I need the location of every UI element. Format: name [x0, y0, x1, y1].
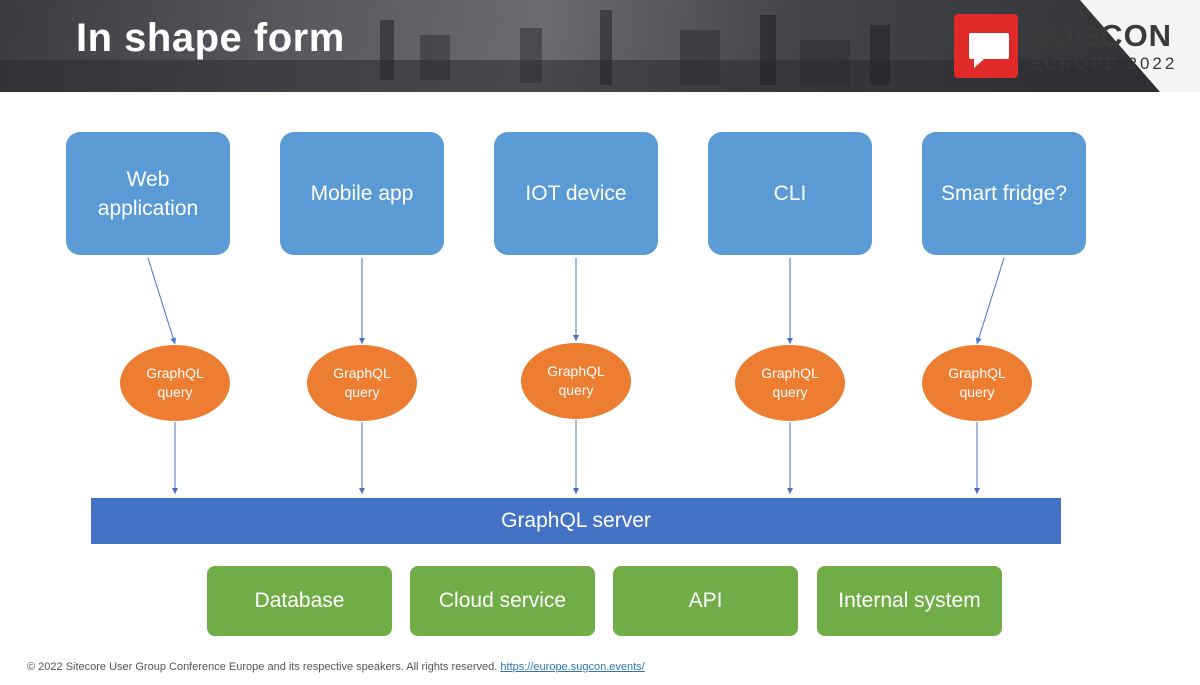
arrow-client-to-query: [147, 257, 177, 345]
graphql-query-node: GraphQL query: [120, 345, 230, 421]
graphql-query-node: GraphQL query: [307, 345, 417, 421]
graphql-query-node: GraphQL query: [735, 345, 845, 421]
graphql-query-node: GraphQL query: [521, 343, 631, 419]
footer: © 2022 Sitecore User Group Conference Eu…: [27, 661, 645, 673]
client-cli: CLI: [708, 132, 872, 255]
backend-api: API: [613, 566, 798, 636]
backend-cloud-service: Cloud service: [410, 566, 595, 636]
client-iot-device: IOT device: [494, 132, 658, 255]
slide-header: In shape form SUGCON EUROPE 2022: [0, 0, 1200, 92]
client-web-application: Web application: [66, 132, 230, 255]
logo-subtitle: EUROPE 2022: [1030, 54, 1178, 73]
graphql-server-bar: GraphQL server: [91, 498, 1061, 544]
slide-title: In shape form: [76, 16, 345, 60]
backend-database: Database: [207, 566, 392, 636]
logo-name: SUGCON: [1030, 18, 1173, 53]
graphql-query-node: GraphQL query: [922, 345, 1032, 421]
footer-link[interactable]: https://europe.sugcon.events/: [500, 661, 645, 673]
client-mobile-app: Mobile app: [280, 132, 444, 255]
speech-bubble-icon: [954, 14, 1018, 78]
sugcon-logo: SUGCON EUROPE 2022: [950, 10, 1190, 80]
arrow-client-to-query: [975, 257, 1005, 345]
copyright-text: © 2022 Sitecore User Group Conference Eu…: [27, 661, 498, 673]
backend-internal-system: Internal system: [817, 566, 1002, 636]
client-smart-fridge: Smart fridge?: [922, 132, 1086, 255]
